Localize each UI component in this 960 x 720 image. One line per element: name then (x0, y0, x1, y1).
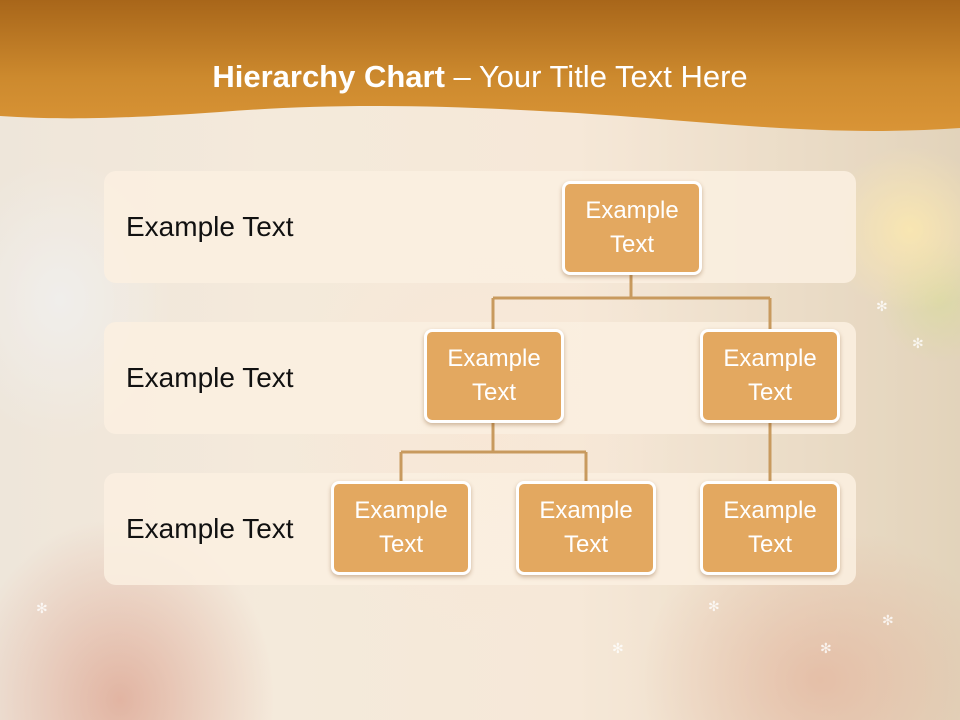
snowflake-icon: ✻ (708, 598, 720, 614)
node-label: Example Text (723, 497, 817, 558)
snowflake-icon: ✻ (876, 298, 888, 314)
title-bold: Hierarchy Chart (212, 59, 445, 94)
title-rest: Your Title Text Here (478, 59, 748, 94)
title-dash: – (444, 59, 479, 94)
org-node-level3-left: Example Text (331, 481, 471, 575)
node-label: Example Text (723, 345, 817, 406)
node-label: Example Text (585, 197, 679, 258)
tier-label: Example Text (126, 211, 294, 242)
tier-label: Example Text (126, 362, 294, 393)
org-node-root: Example Text (562, 181, 702, 275)
node-label: Example Text (539, 497, 633, 558)
org-node-level2-left: Example Text (424, 329, 564, 423)
header-band (0, 0, 960, 131)
snowflake-icon: ✻ (912, 335, 924, 351)
node-label: Example Text (447, 345, 541, 406)
org-node-level2-right: Example Text (700, 329, 840, 423)
snowflake-icon: ✻ (36, 600, 48, 616)
snowflake-icon: ✻ (612, 640, 624, 656)
org-node-level3-right: Example Text (700, 481, 840, 575)
node-label: Example Text (354, 497, 448, 558)
tier-label: Example Text (126, 513, 294, 544)
snowflake-icon: ✻ (820, 640, 832, 656)
org-node-level3-middle: Example Text (516, 481, 656, 575)
tier-row-1: Example Text (104, 171, 856, 283)
slide-title: Hierarchy Chart – Your Title Text Here (0, 52, 960, 102)
snowflake-icon: ✻ (882, 612, 894, 628)
